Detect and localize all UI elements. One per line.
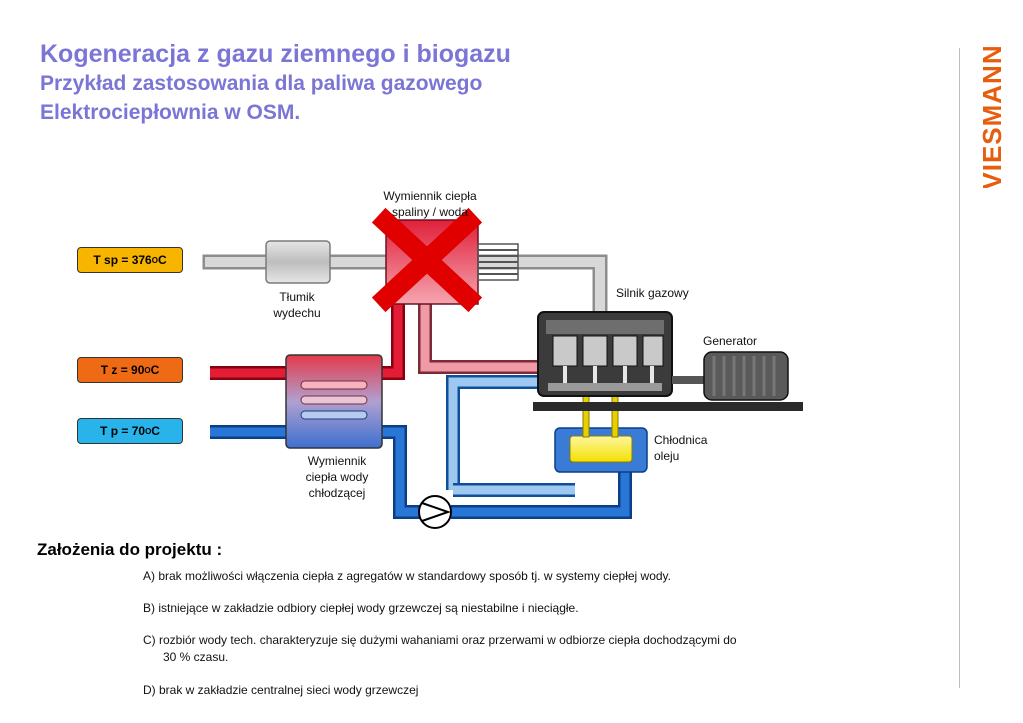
assumption-c-line2: 30 % czasu. bbox=[163, 650, 229, 664]
badge-tp-degree: O bbox=[145, 426, 152, 436]
badge-tsp-degree: O bbox=[151, 255, 158, 265]
water-exchanger-label-line1: Wymiennik bbox=[307, 454, 367, 468]
assumptions-heading: Założenia do projektu : bbox=[37, 540, 223, 559]
assumption-b: B) istniejące w zakładzie odbiory ciepłe… bbox=[143, 601, 579, 615]
assumption-a: A) brak możliwości włączenia ciepła z ag… bbox=[143, 569, 671, 583]
page-title-block: Kogeneracja z gazu ziemnego i biogazu Pr… bbox=[40, 40, 511, 127]
muffler bbox=[265, 240, 331, 284]
hot-water-pipes bbox=[210, 300, 545, 380]
water-exchanger-label-line2: ciepła wody bbox=[305, 470, 369, 484]
viessmann-logo: VIESMANN bbox=[974, 44, 1014, 189]
muffler-label-line1: Tłumik bbox=[279, 290, 315, 304]
badge-tz-unit: C bbox=[150, 363, 160, 377]
engine-base bbox=[533, 402, 803, 411]
oil-cooler-label-line1: Chłodnica bbox=[654, 433, 708, 447]
oil-cooler-label-line2: oleju bbox=[654, 449, 680, 463]
badge-tp-unit: C bbox=[151, 424, 160, 438]
badge-tsp-prefix: T sp = 376 bbox=[93, 253, 152, 267]
page-subtitle-1: Przykład zastosowania dla paliwa gazoweg… bbox=[40, 72, 483, 95]
svg-text:VIESMANN: VIESMANN bbox=[977, 46, 1007, 188]
badge-tz-degree: O bbox=[144, 365, 151, 375]
disabled-cross-icon bbox=[371, 207, 483, 313]
circulation-pump bbox=[418, 495, 452, 529]
page-subtitle-2: Elektrociepłownia w OSM. bbox=[40, 101, 301, 124]
page-title: Kogeneracja z gazu ziemnego i biogazu bbox=[40, 40, 511, 68]
exchanger-top-label: Wymiennik ciepła spaliny / woda bbox=[364, 188, 496, 220]
assumption-c-line1: C) rozbiór wody tech. charakteryzuje się… bbox=[143, 633, 737, 647]
exhaust-pipes bbox=[202, 254, 608, 320]
generator bbox=[703, 351, 789, 401]
exchanger-top-label-line2: spaliny / woda bbox=[391, 205, 469, 219]
assumption-c: C) rozbiór wody tech. charakteryzuje się… bbox=[143, 632, 737, 666]
muffler-label-line2: wydechu bbox=[273, 306, 321, 320]
badge-tp-prefix: T p = 70 bbox=[100, 424, 146, 438]
generator-label: Generator bbox=[703, 334, 758, 348]
assumption-d: D) brak w zakładzie centralnej sieci wod… bbox=[143, 683, 419, 697]
badge-tz-prefix: T z = 90 bbox=[100, 363, 145, 377]
oil-cooler bbox=[554, 394, 648, 473]
water-exchanger-label: Wymiennik ciepła wody chłodzącej bbox=[282, 453, 392, 501]
cogeneration-diagram bbox=[202, 207, 803, 529]
divider-line bbox=[959, 48, 960, 688]
cooling-water-heat-exchanger bbox=[285, 354, 383, 449]
muffler-label: Tłumik wydechu bbox=[252, 289, 342, 321]
badge-tsp-unit: C bbox=[157, 253, 167, 267]
exchanger-top-label-line1: Wymiennik ciepła bbox=[383, 189, 477, 203]
cold-water-pipes bbox=[210, 375, 632, 519]
gas-engine bbox=[537, 311, 704, 397]
engine-label: Silnik gazowy bbox=[616, 286, 689, 300]
oil-cooler-label: Chłodnica oleju bbox=[654, 432, 707, 464]
water-exchanger-label-line3: chłodzącej bbox=[308, 486, 366, 500]
